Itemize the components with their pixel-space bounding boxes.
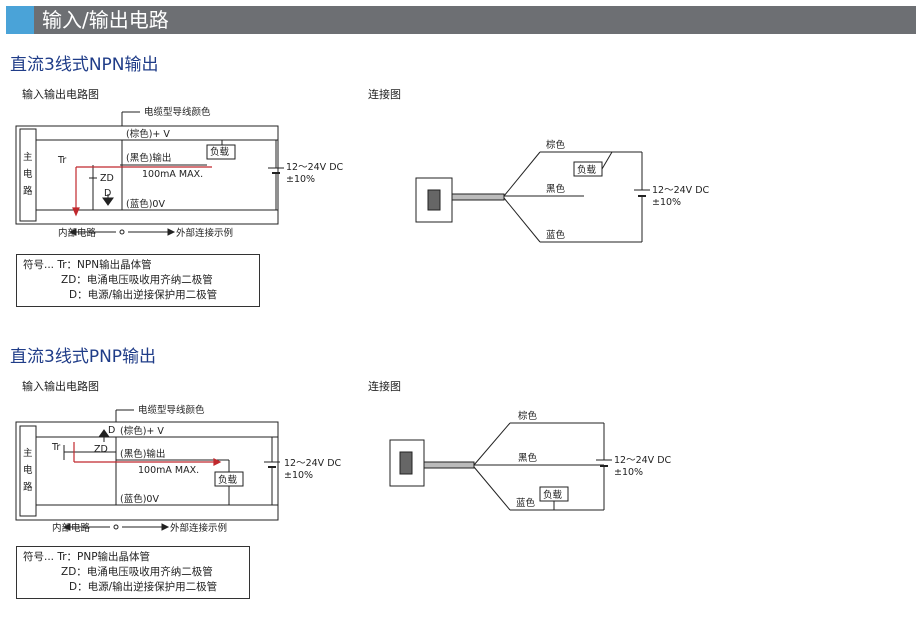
pnp-wire-black: 黑色 [518,452,538,464]
pnp-wire-blue: 蓝色 [516,497,536,509]
npn-wiring-supply-voltage: 12～24V DC [652,185,710,196]
pnp-brown-plus: (棕色)+ V [120,425,164,437]
npn-wiring-supply-tolerance: ±10% [652,197,681,208]
pnp-wiring-load: 负载 [543,489,563,501]
npn-wire-blue: 蓝色 [546,229,566,241]
pnp-d-label: D [108,425,115,436]
pnp-legend-line-3: D：电源/输出逆接保护用二极管 [69,581,218,593]
pnp-circuit-label: 输入输出电路图 [22,380,99,393]
npn-current-path [72,166,212,217]
pnp-wire-brown: 棕色 [518,410,538,422]
pnp-section-title: 直流3线式PNP输出 [10,347,157,367]
npn-black-out: (黑色)输出 [126,152,171,164]
pnp-internal-label: 内部电路 [52,522,91,534]
npn-cable-color-label: 电缆型导线颜色 [144,106,211,118]
npn-max-current: 100mA MAX. [142,169,203,180]
npn-main-circuit-1: 主 [23,151,33,163]
pnp-cable-color-label: 电缆型导线颜色 [138,404,205,416]
pnp-blue-0v: (蓝色)0V [120,493,159,505]
pnp-legend-line-2: ZD：电涌电压吸收用齐纳二极管 [61,566,213,578]
pnp-legend-line-1: 符号... Tr：PNP输出晶体管 [23,551,151,563]
npn-legend-line-2: ZD：电涌电压吸收用齐纳二极管 [61,274,213,286]
pnp-supply-tolerance: ±10% [284,470,313,481]
pnp-main-circuit-2: 电 [23,464,33,476]
npn-load: 负载 [210,146,230,158]
section-header: 输入/输出电路 [6,6,916,34]
npn-circuit-diagram [15,111,284,236]
page-title: 输入/输出电路 [42,8,169,32]
npn-supply-voltage: 12～24V DC [286,162,344,173]
pnp-external-label: 外部连接示例 [170,522,227,534]
pnp-max-current: 100mA MAX. [138,465,199,476]
pnp-tr-label: Tr [51,442,60,453]
npn-wiring-load: 负载 [577,164,597,176]
npn-d-label: D [104,188,111,199]
pnp-circuit-diagram [15,409,280,531]
npn-legend-line-3: D：电源/输出逆接保护用二极管 [69,289,218,301]
npn-wiring-diagram [415,151,650,243]
npn-wiring-label: 连接图 [368,88,401,101]
pnp-wiring-supply-tolerance: ±10% [614,467,643,478]
pnp-load: 负载 [218,474,238,486]
pnp-wiring-supply-voltage: 12～24V DC [614,455,672,466]
npn-zd-label: ZD [100,173,114,184]
npn-external-label: 外部连接示例 [176,227,233,239]
npn-legend-line-1: 符号... Tr：NPN输出晶体管 [23,259,152,271]
pnp-zd-label: ZD [94,444,108,455]
pnp-main-circuit-1: 主 [23,447,33,459]
npn-wire-black: 黑色 [546,183,566,195]
pnp-main-circuit-3: 路 [23,481,33,493]
pnp-wiring-diagram [389,422,612,511]
pnp-current-path [73,442,222,466]
npn-tr-label: Tr [57,155,66,166]
npn-main-circuit-3: 路 [23,185,33,197]
npn-internal-label: 内部电路 [58,227,97,239]
pnp-supply-voltage: 12～24V DC [284,458,342,469]
npn-main-circuit-2: 电 [23,168,33,180]
npn-section-title: 直流3线式NPN输出 [10,55,159,75]
pnp-wiring-label: 连接图 [368,380,401,393]
header-accent [6,6,34,34]
npn-supply-tolerance: ±10% [286,174,315,185]
pnp-black-out: (黑色)输出 [120,448,165,460]
npn-blue-0v: (蓝色)0V [126,198,165,210]
npn-brown-plus: (棕色)+ V [126,128,170,140]
npn-circuit-label: 输入输出电路图 [22,88,99,101]
npn-wire-brown: 棕色 [546,139,566,151]
npn-symbol-legend: 符号... Tr：NPN输出晶体管 ZD：电涌电压吸收用齐纳二极管 D：电源/输… [16,254,260,307]
pnp-symbol-legend: 符号... Tr：PNP输出晶体管 ZD：电涌电压吸收用齐纳二极管 D：电源/输… [16,546,250,599]
